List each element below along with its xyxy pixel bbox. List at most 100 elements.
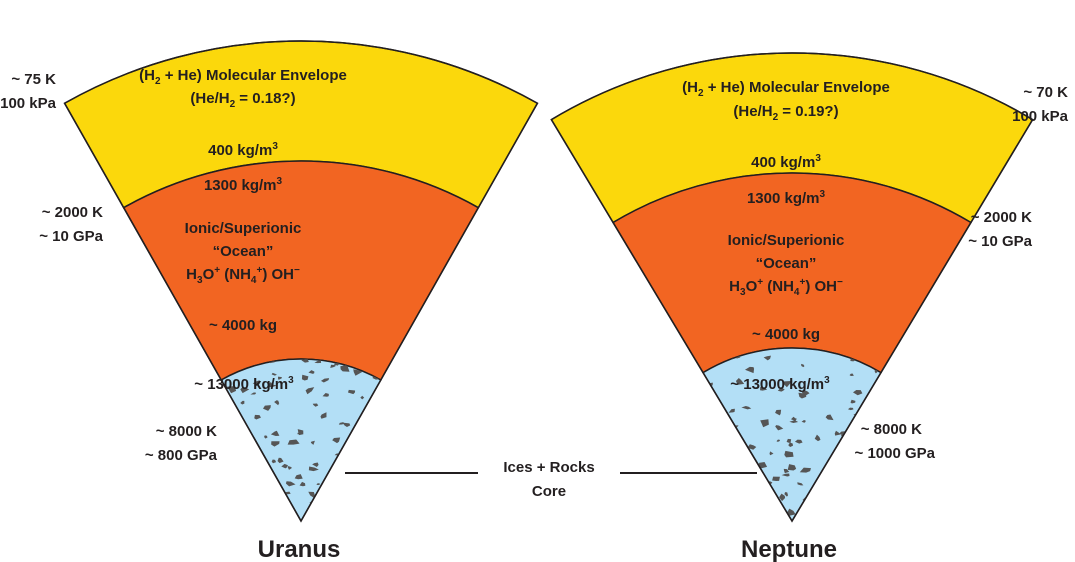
core-rock-speck xyxy=(247,495,252,500)
neptune-ocean-formula: H3O+ (NH4+) OH− xyxy=(729,277,843,298)
core-rock-speck xyxy=(389,486,395,491)
uranus-mid-pressure: ~ 10 GPa xyxy=(39,228,103,245)
core-rock-speck xyxy=(956,468,959,471)
core-rock-speck xyxy=(193,468,204,475)
core-rock-speck xyxy=(435,508,438,511)
uranus-ocean-bottom-density: ~ 4000 kg xyxy=(209,317,277,334)
core-rock-speck xyxy=(364,490,376,499)
core-rock-speck xyxy=(407,503,412,507)
core-rock-speck xyxy=(184,478,187,482)
core-rock-speck xyxy=(423,387,431,390)
core-rock-speck xyxy=(442,419,447,422)
neptune-core-layer xyxy=(703,348,881,521)
core-rock-speck xyxy=(886,508,893,513)
neptune-core-pressure: ~ 1000 GPa xyxy=(855,445,936,462)
core-rock-speck xyxy=(782,509,785,512)
core-rock-speck xyxy=(910,480,913,483)
core-rock-speck xyxy=(374,464,378,467)
core-rock-speck xyxy=(222,475,225,477)
core-rock-speck xyxy=(645,488,651,492)
core-rock-speck xyxy=(644,441,651,446)
core-rock-speck xyxy=(654,453,659,458)
core-rock-speck xyxy=(145,473,156,479)
core-rock-speck xyxy=(258,488,264,491)
core-rock-speck xyxy=(952,363,962,368)
core-rock-speck xyxy=(864,468,876,474)
uranus-wedge xyxy=(65,41,538,522)
core-rock-speck xyxy=(210,478,214,484)
core-rock-speck xyxy=(618,391,624,395)
core-rock-speck xyxy=(632,447,639,452)
core-rock-speck xyxy=(255,452,258,454)
core-rock-speck xyxy=(936,514,944,518)
core-rock-speck xyxy=(754,516,757,518)
uranus-ocean-top-density: 1300 kg/m3 xyxy=(204,176,283,194)
core-rock-speck xyxy=(394,451,398,453)
core-rock-speck xyxy=(432,397,441,403)
core-rock-speck xyxy=(424,441,432,447)
core-rock-speck xyxy=(394,517,398,519)
core-rock-speck xyxy=(664,356,670,361)
neptune-ocean-subtitle: “Ocean” xyxy=(756,255,817,272)
core-rock-speck xyxy=(832,457,835,460)
core-rock-speck xyxy=(345,515,350,519)
core-rock-speck xyxy=(241,475,245,477)
core-rock-speck xyxy=(642,451,649,455)
core-rock-speck xyxy=(646,348,653,352)
core-rock-speck xyxy=(169,469,176,473)
core-rock-speck xyxy=(946,479,950,482)
core-rock-speck xyxy=(363,468,368,470)
core-rock-speck xyxy=(922,396,925,399)
core-rock-speck xyxy=(851,501,859,507)
core-rock-speck xyxy=(691,487,699,493)
core-rock-speck xyxy=(170,481,180,486)
core-rock-speck xyxy=(681,509,690,514)
core-rock-speck xyxy=(623,422,636,429)
core-rock-speck xyxy=(719,487,728,493)
core-rock-speck xyxy=(698,381,703,383)
core-rock-speck xyxy=(900,362,913,368)
core-rock-speck xyxy=(274,491,281,495)
core-rock-speck xyxy=(938,406,942,413)
core-rock-speck xyxy=(456,461,461,464)
core-rock-speck xyxy=(182,374,186,378)
core-rock-speck xyxy=(156,492,161,496)
core-rock-speck xyxy=(660,414,666,417)
core-rock-speck xyxy=(637,474,642,479)
core-rock-speck xyxy=(677,437,684,441)
core-rock-speck xyxy=(702,393,705,396)
core-rock-speck xyxy=(416,422,420,426)
neptune-core-density: ~ 13000 kg/m3 xyxy=(730,375,830,393)
neptune-mid-pressure: ~ 10 GPa xyxy=(968,233,1032,250)
core-rock-speck xyxy=(162,392,170,398)
uranus-top-temperature: ~ 75 K xyxy=(11,71,56,88)
core-rock-speck xyxy=(237,442,244,445)
core-callout-sublabel: Core xyxy=(532,483,566,500)
core-rock-speck xyxy=(641,477,648,480)
core-rock-speck xyxy=(432,439,440,442)
core-rock-speck xyxy=(944,499,950,505)
core-rock-speck xyxy=(637,461,649,468)
core-rock-speck xyxy=(650,435,657,439)
core-rock-speck xyxy=(444,450,456,455)
core-rock-speck xyxy=(365,451,369,454)
core-rock-speck xyxy=(425,385,432,389)
core-rock-speck xyxy=(937,426,944,429)
core-rock-speck xyxy=(212,414,221,420)
core-rock-speck xyxy=(163,491,172,498)
core-rock-speck xyxy=(447,496,456,501)
core-rock-speck xyxy=(633,458,640,462)
core-rock-speck xyxy=(692,479,702,487)
core-rock-speck xyxy=(681,392,686,395)
uranus-mid-temperature: ~ 2000 K xyxy=(42,204,103,221)
core-rock-speck xyxy=(444,501,450,504)
neptune-top-temperature: ~ 70 K xyxy=(1023,84,1068,101)
uranus-core-temperature: ~ 8000 K xyxy=(156,423,217,440)
core-rock-speck xyxy=(413,484,416,487)
core-rock-speck xyxy=(412,359,418,362)
core-rock-speck xyxy=(444,493,456,499)
core-rock-speck xyxy=(447,473,455,480)
core-rock-speck xyxy=(425,426,432,430)
core-rock-speck xyxy=(647,447,650,449)
